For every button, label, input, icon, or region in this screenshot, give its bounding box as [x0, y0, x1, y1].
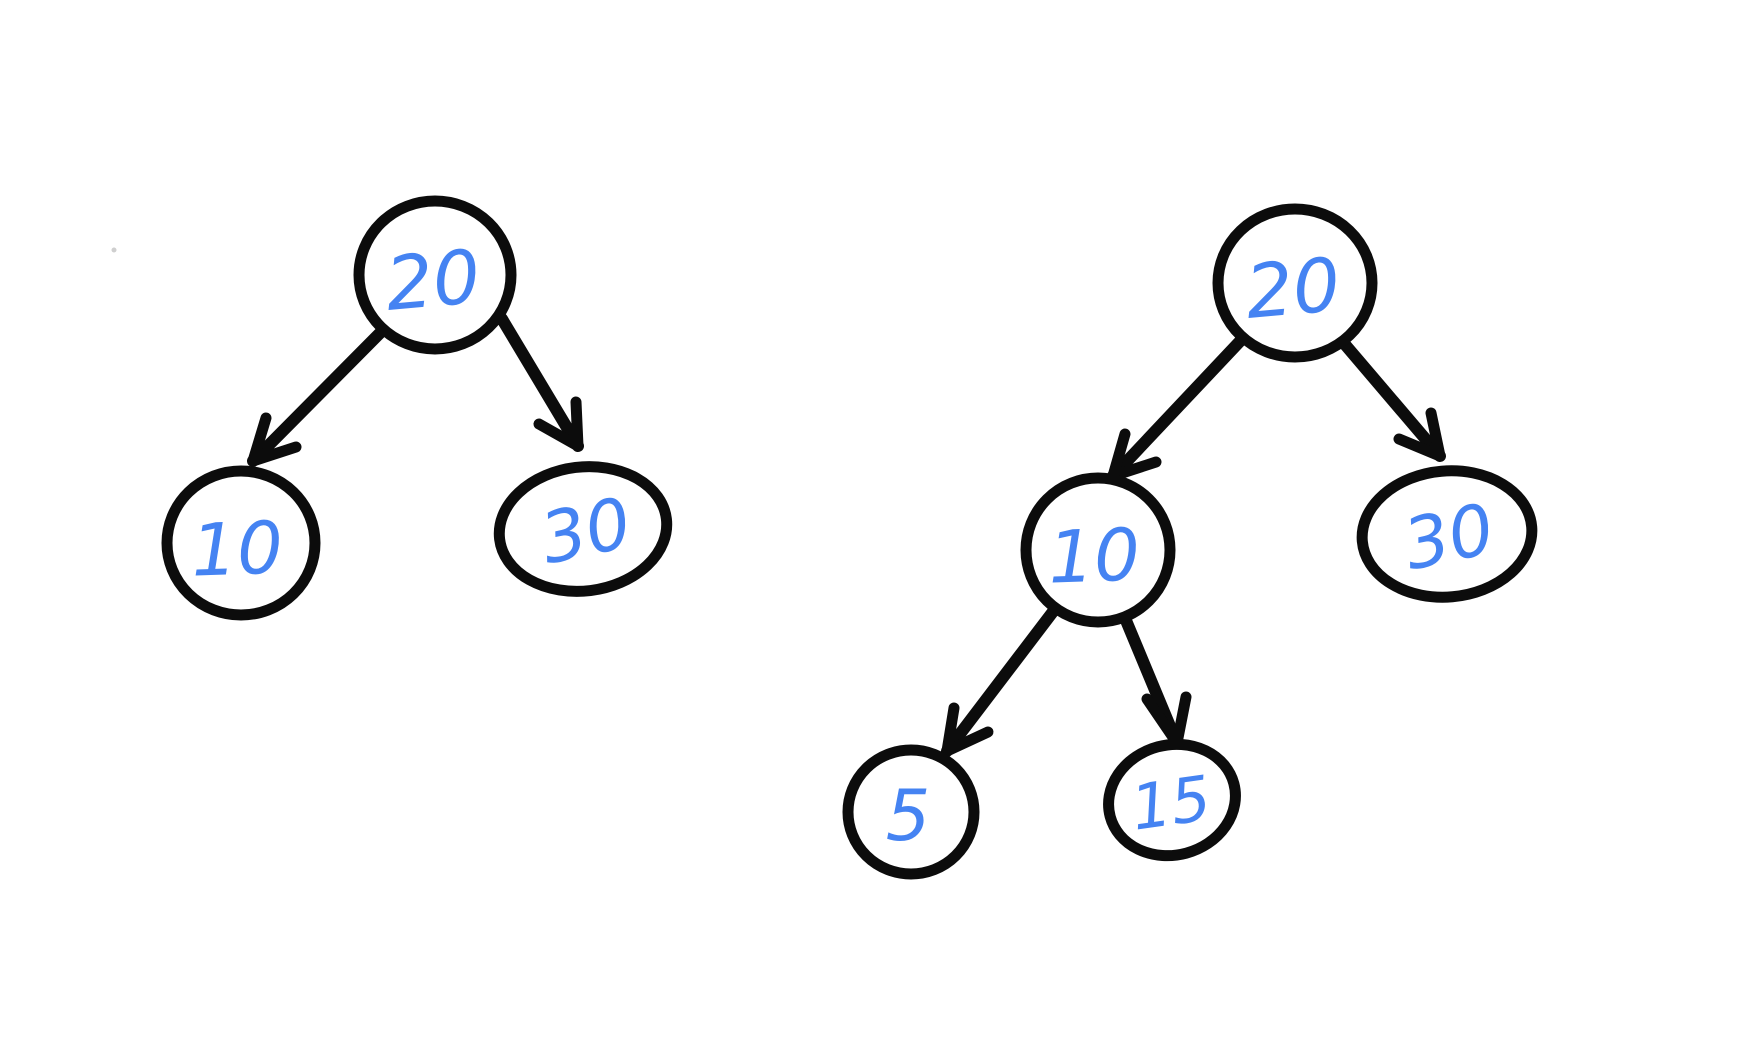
node-right-5: 5	[842, 744, 980, 880]
node-circle	[842, 744, 980, 880]
edge-left-20-30	[496, 313, 584, 452]
node-label: 20	[1242, 242, 1343, 336]
edge-right-10-15	[1119, 612, 1192, 749]
node-right-10: 10	[1020, 472, 1176, 628]
node-left-10: 10	[161, 465, 321, 621]
edge-line	[1336, 335, 1446, 462]
node-circle	[1356, 465, 1538, 603]
node-right-30: 30	[1356, 465, 1538, 603]
node-label: 30	[534, 482, 638, 581]
node-label: 15	[1127, 761, 1215, 844]
tree-right: 20 10 30 5 15	[842, 203, 1538, 880]
edge-line	[941, 603, 1061, 757]
node-circle	[161, 465, 321, 621]
node-circle	[353, 195, 517, 355]
arrowhead	[941, 702, 994, 757]
node-left-30: 30	[493, 461, 673, 597]
node-right-20: 20	[1212, 203, 1378, 363]
node-label: 10	[1047, 512, 1142, 599]
node-label: 10	[190, 505, 285, 592]
node-label: 30	[1397, 488, 1501, 587]
arrowhead	[247, 412, 302, 467]
node-right-15: 15	[1103, 738, 1241, 862]
edge-line	[496, 313, 584, 452]
tree-left: 20 10 30	[161, 195, 673, 621]
edge-right-10-5	[941, 603, 1061, 757]
node-circle	[493, 461, 673, 597]
arrowhead	[533, 396, 584, 452]
edge-line	[1107, 331, 1250, 482]
node-circle	[1103, 738, 1241, 862]
node-label: 5	[886, 775, 931, 857]
node-circle	[1020, 472, 1176, 628]
edge-left-20-10	[247, 324, 389, 467]
stray-mark	[111, 247, 117, 253]
node-left-20: 20	[353, 195, 517, 355]
edge-right-20-30	[1336, 335, 1446, 462]
node-label: 20	[382, 234, 483, 328]
edge-right-20-10	[1107, 331, 1250, 482]
node-circle	[1212, 203, 1378, 363]
arrowhead	[1393, 407, 1446, 462]
edge-line	[247, 324, 389, 467]
